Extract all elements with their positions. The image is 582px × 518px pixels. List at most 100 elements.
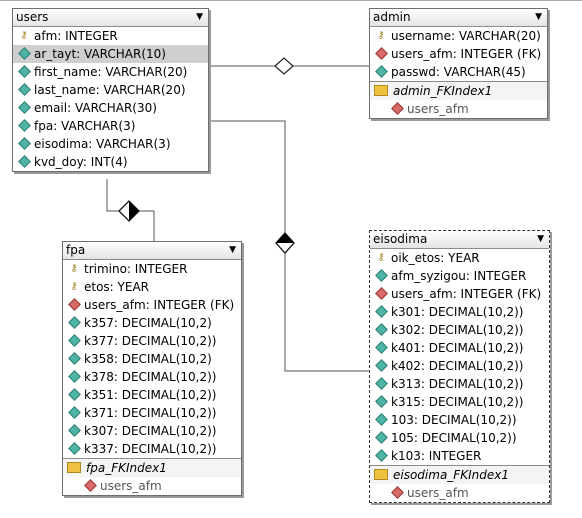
column-row[interactable]: email: VARCHAR(30): [13, 99, 208, 117]
column-label: etos: YEAR: [84, 280, 149, 294]
column-row[interactable]: k358: DECIMAL(10,2): [63, 350, 241, 368]
column-icon: [374, 447, 388, 465]
column-icon: [67, 404, 81, 422]
column-row[interactable]: k357: DECIMAL(10,2): [63, 314, 241, 332]
table-users-header[interactable]: users ▼: [13, 9, 208, 27]
chevron-down-icon[interactable]: ▼: [229, 245, 236, 255]
table-eisodima[interactable]: eisodima ▼ ⚷oik_etos: YEAR afm_syzigou: I…: [369, 230, 550, 503]
column-row[interactable]: k307: DECIMAL(10,2)): [63, 422, 241, 440]
column-icon: [374, 411, 388, 429]
chevron-down-icon[interactable]: ▼: [535, 12, 542, 22]
table-fpa[interactable]: fpa ▼ ⚷trimino: INTEGER ⚷ etos: YEAR users_…: [62, 241, 242, 496]
relation-users-fpa-marker-fill: [129, 201, 139, 221]
folder-icon: [374, 85, 388, 96]
column-row[interactable]: ⚷username: VARCHAR(20): [370, 27, 547, 45]
column-label: k351: DECIMAL(10,2)): [84, 388, 217, 402]
table-admin[interactable]: admin ▼ ⚷username: VARCHAR(20) users_afm:…: [369, 8, 548, 119]
index-fpa-fkindex1[interactable]: fpa_FKIndex1: [63, 459, 241, 477]
column-label: ar_tayt: VARCHAR(10): [34, 47, 166, 61]
column-row[interactable]: users_afm: INTEGER (FK): [63, 296, 241, 314]
column-label: k402: DECIMAL(10,2)): [391, 359, 524, 373]
column-icon: [67, 386, 81, 404]
foreign-key-icon: [67, 296, 81, 314]
chevron-down-icon[interactable]: ▼: [537, 234, 544, 244]
column-row[interactable]: last_name: VARCHAR(20): [13, 81, 208, 99]
column-label: email: VARCHAR(30): [34, 101, 157, 115]
column-label: k401: DECIMAL(10,2)): [391, 341, 524, 355]
foreign-key-icon: [390, 100, 404, 118]
table-admin-header[interactable]: admin ▼: [370, 9, 547, 27]
folder-icon: [67, 462, 81, 473]
column-icon: [374, 339, 388, 357]
column-row[interactable]: first_name: VARCHAR(20): [13, 63, 208, 81]
table-eisodima-header[interactable]: eisodima ▼: [370, 231, 549, 249]
column-row[interactable]: k351: DECIMAL(10,2)): [63, 386, 241, 404]
column-label: afm_syzigou: INTEGER: [391, 269, 527, 283]
column-label: afm: INTEGER: [34, 29, 118, 43]
column-icon: [17, 117, 31, 135]
table-fpa-header[interactable]: fpa ▼: [63, 242, 241, 260]
column-label: 105: DECIMAL(10,2)): [391, 431, 517, 445]
column-row[interactable]: k313: DECIMAL(10,2)): [370, 375, 549, 393]
column-label: k315: DECIMAL(10,2)): [391, 395, 524, 409]
column-row[interactable]: passwd: VARCHAR(45): [370, 63, 547, 81]
primary-key-icon: ⚷: [70, 280, 78, 292]
index-admin-fkindex1[interactable]: admin_FKIndex1: [370, 82, 547, 100]
column-row[interactable]: ⚷oik_etos: YEAR: [370, 249, 549, 267]
column-icon: [67, 314, 81, 332]
primary-key-icon: ⚷: [20, 29, 28, 41]
column-row[interactable]: fpa: VARCHAR(3): [13, 117, 208, 135]
column-label: k377: DECIMAL(10,2)): [84, 334, 217, 348]
column-row[interactable]: k377: DECIMAL(10,2)): [63, 332, 241, 350]
foreign-key-icon: [374, 285, 388, 303]
column-icon: [67, 422, 81, 440]
column-icon: [374, 357, 388, 375]
column-row[interactable]: kvd_doy: INT(4): [13, 153, 208, 171]
column-row[interactable]: k315: DECIMAL(10,2)): [370, 393, 549, 411]
primary-key-icon: ⚷: [377, 251, 385, 263]
column-row[interactable]: ar_tayt: VARCHAR(10): [13, 45, 208, 63]
primary-key-icon: ⚷: [377, 29, 385, 41]
column-row[interactable]: eisodima: VARCHAR(3): [13, 135, 208, 153]
column-row[interactable]: k378: DECIMAL(10,2)): [63, 368, 241, 386]
chevron-down-icon[interactable]: ▼: [196, 12, 203, 22]
column-row[interactable]: k371: DECIMAL(10,2)): [63, 404, 241, 422]
column-label: k301: DECIMAL(10,2)): [391, 305, 524, 319]
column-row[interactable]: ⚷trimino: INTEGER: [63, 260, 241, 278]
column-row[interactable]: users_afm: INTEGER (FK): [370, 45, 547, 63]
column-row[interactable]: users_afm: INTEGER (FK): [370, 285, 549, 303]
column-row[interactable]: afm_syzigou: INTEGER: [370, 267, 549, 285]
column-row[interactable]: ⚷ afm: INTEGER: [13, 27, 208, 45]
foreign-key-icon: [390, 484, 404, 502]
column-label: k313: DECIMAL(10,2)): [391, 377, 524, 391]
column-icon: [67, 440, 81, 458]
column-label: k337: DECIMAL(10,2)): [84, 442, 217, 456]
column-icon: [67, 368, 81, 386]
column-row[interactable]: k301: DECIMAL(10,2)): [370, 303, 549, 321]
column-row[interactable]: ⚷ etos: YEAR: [63, 278, 241, 296]
index-column-label: users_afm: [407, 102, 469, 116]
column-label: fpa: VARCHAR(3): [34, 119, 136, 133]
column-label: users_afm: INTEGER (FK): [391, 47, 542, 61]
column-row[interactable]: 105: DECIMAL(10,2)): [370, 429, 549, 447]
column-icon: [17, 135, 31, 153]
column-icon: [17, 45, 31, 63]
column-row[interactable]: 103: DECIMAL(10,2)): [370, 411, 549, 429]
column-label: k371: DECIMAL(10,2)): [84, 406, 217, 420]
column-row[interactable]: k402: DECIMAL(10,2)): [370, 357, 549, 375]
index-eisodima-fkindex1[interactable]: eisodima_FKIndex1: [370, 466, 549, 484]
index-name: fpa_FKIndex1: [86, 461, 167, 475]
table-users[interactable]: users ▼ ⚷ afm: INTEGER ar_tayt: VARCHAR(10…: [12, 8, 209, 172]
column-icon: [374, 267, 388, 285]
table-eisodima-title: eisodima: [373, 232, 428, 246]
column-row[interactable]: k103: INTEGER: [370, 447, 549, 465]
column-row[interactable]: k401: DECIMAL(10,2)): [370, 339, 549, 357]
relation-users-admin-marker: [274, 57, 294, 75]
column-row[interactable]: k302: DECIMAL(10,2)): [370, 321, 549, 339]
column-label: users_afm: INTEGER (FK): [391, 287, 542, 301]
column-row[interactable]: k337: DECIMAL(10,2)): [63, 440, 241, 458]
column-label: k103: INTEGER: [391, 449, 482, 463]
relation-users-eisodima-marker-fill: [276, 233, 294, 243]
column-label: 103: DECIMAL(10,2)): [391, 413, 517, 427]
